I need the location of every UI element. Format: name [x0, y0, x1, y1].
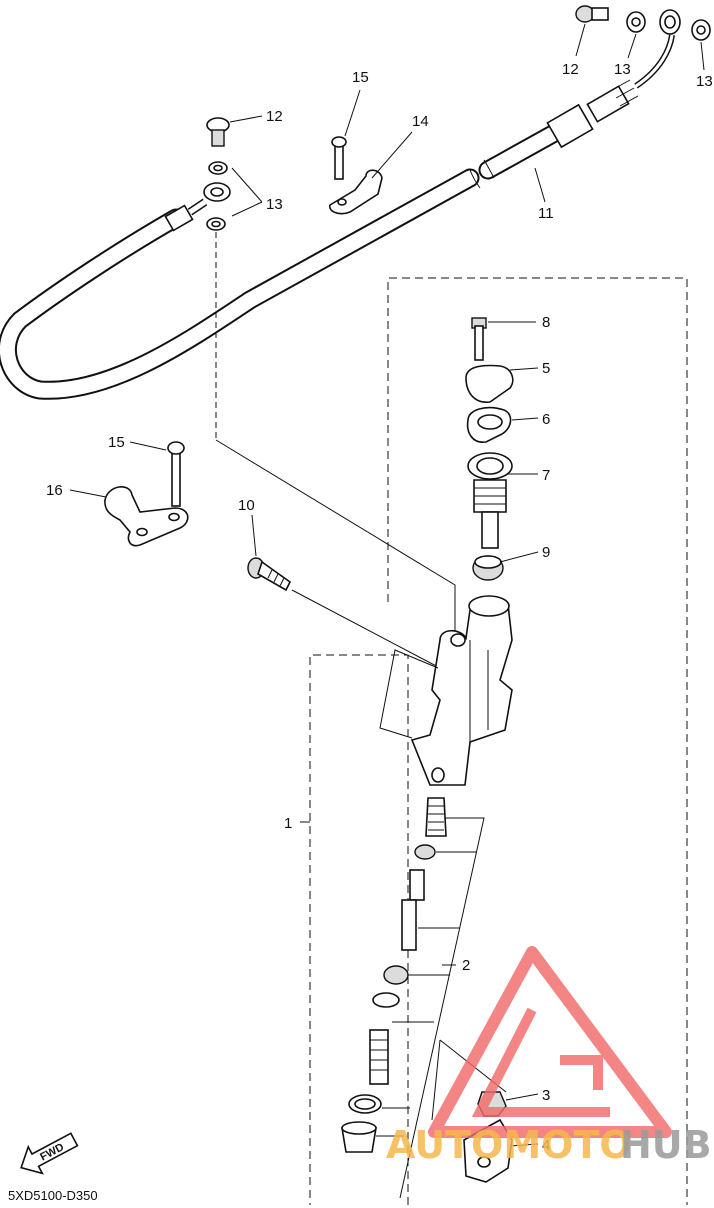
leader-12-upper	[229, 115, 263, 123]
watermark-text-secondary: HUB	[620, 1123, 712, 1167]
callout-15-upper: 15	[352, 69, 369, 86]
callout-9: 9	[542, 544, 550, 561]
callout-1: 1	[284, 815, 292, 832]
callout-13-top-right: 13	[696, 73, 713, 90]
callout-7: 7	[542, 467, 550, 484]
callout-2: 2	[462, 957, 470, 974]
callout-16: 16	[46, 482, 63, 499]
callout-4: 4	[542, 1137, 550, 1154]
mounting-bolt	[247, 557, 292, 592]
callout-10: 10	[238, 497, 255, 514]
leader-13-upper	[231, 167, 263, 217]
callout-11: 11	[538, 205, 554, 222]
leader-10	[251, 514, 257, 557]
leaders-top-parts	[488, 321, 539, 563]
diagram-code: 5XD5100-D350	[8, 1188, 98, 1203]
callout-14: 14	[412, 113, 429, 130]
fwd-label: FWD	[38, 1141, 66, 1163]
leader-15-upper	[344, 89, 361, 137]
leader-bolt10-to-body	[291, 589, 441, 669]
leaders-top-right	[575, 23, 705, 71]
body-outline-lines	[379, 649, 439, 739]
callout-12-upper: 12	[266, 108, 283, 125]
callout-15-lower: 15	[108, 434, 125, 451]
brake-hose	[0, 34, 675, 400]
callout-6: 6	[542, 411, 550, 428]
fwd-arrow: FWD	[20, 1132, 79, 1175]
leader-16	[69, 489, 107, 498]
leader-11	[534, 167, 546, 203]
leader-14	[371, 131, 413, 179]
banjo-bolt-upper	[203, 117, 231, 231]
reservoir-parts	[465, 317, 514, 581]
watermark-text-primary: AUTOMOTO	[386, 1123, 632, 1167]
banjo-bolt-top-right	[575, 5, 711, 41]
hose-clamp-upper	[329, 136, 383, 215]
master-cylinder-body	[410, 595, 513, 786]
callout-5: 5	[542, 360, 550, 377]
callout-12-top: 12	[562, 61, 579, 78]
callout-13-top: 13	[614, 61, 631, 78]
leader-15-lower	[129, 441, 167, 451]
brand-watermark-logo	[428, 946, 672, 1138]
leader-bolt-to-body	[215, 439, 456, 640]
callout-13-upper: 13	[266, 196, 283, 213]
leader-2-bracket	[376, 817, 485, 1199]
hose-clamp-lower	[104, 441, 189, 547]
callout-3: 3	[542, 1087, 550, 1104]
callout-8: 8	[542, 314, 550, 331]
